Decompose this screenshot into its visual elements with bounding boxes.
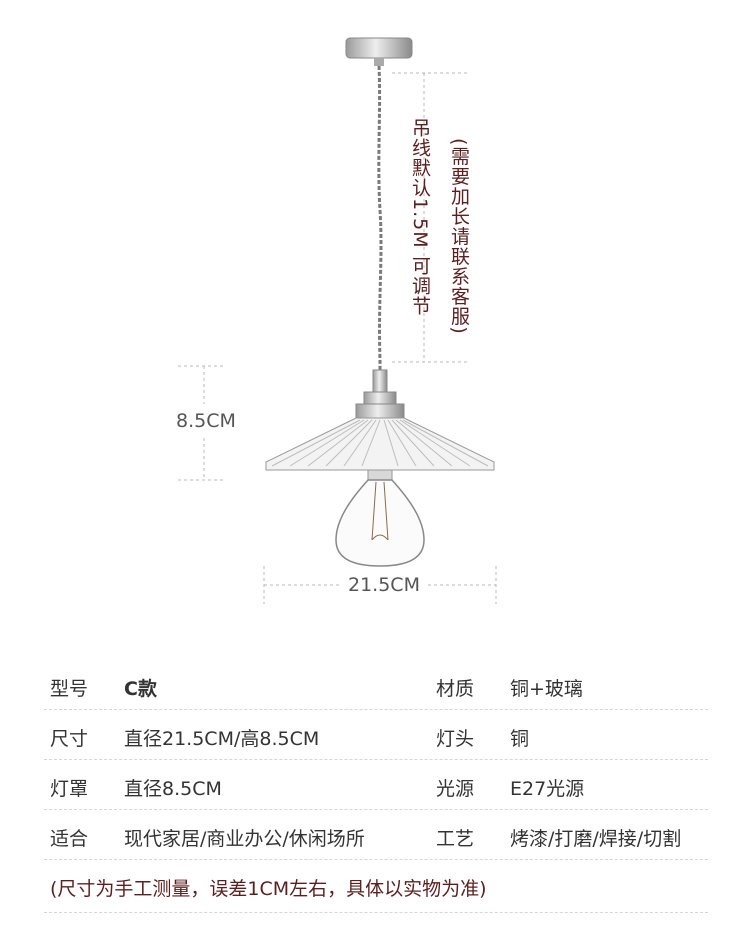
ceiling-canopy xyxy=(345,37,413,66)
cord-dimension-guides xyxy=(392,72,468,363)
spec-row: 尺寸 直径21.5CM/高8.5CM 灯头 铜 xyxy=(44,710,708,760)
spec-value: 铜+玻璃 xyxy=(510,678,583,700)
spec-row: 型号 C款 材质 铜+玻璃 xyxy=(44,660,708,710)
spec-label: 灯罩 xyxy=(50,778,89,800)
spec-value: 直径21.5CM/高8.5CM xyxy=(124,728,320,750)
spec-value: C款 xyxy=(124,678,157,700)
spec-table: 型号 C款 材质 铜+玻璃 尺寸 直径21.5CM/高8.5CM 灯头 铜 灯罩… xyxy=(44,660,708,913)
spec-value: E27光源 xyxy=(510,778,585,800)
spec-value: 烤漆/打磨/焊接/切割 xyxy=(510,828,682,850)
spec-value: 直径8.5CM xyxy=(124,778,222,800)
spec-label: 型号 xyxy=(50,678,89,700)
measurement-note: (尺寸为手工测量，误差1CM左右，具体以实物为准) xyxy=(50,878,487,900)
edison-bulb xyxy=(335,469,425,567)
spec-value: 现代家居/商业办公/休闲场所 xyxy=(124,828,365,850)
spec-label: 光源 xyxy=(436,778,475,800)
width-dimension-guides xyxy=(263,566,497,604)
spec-label: 材质 xyxy=(436,678,475,700)
cord-extension-note: (需要加长请联系客服) xyxy=(448,138,470,335)
glass-shade xyxy=(265,417,495,471)
spec-row: 灯罩 直径8.5CM 光源 E27光源 xyxy=(44,760,708,810)
spec-label: 工艺 xyxy=(436,828,475,850)
spec-row: 适合 现代家居/商业办公/休闲场所 工艺 烤漆/打磨/焊接/切割 xyxy=(44,810,708,860)
spec-label: 适合 xyxy=(50,828,89,850)
spec-label: 尺寸 xyxy=(50,728,89,750)
height-dimension-guides xyxy=(178,365,224,481)
spec-value: 铜 xyxy=(510,728,530,750)
width-dimension-label: 21.5CM xyxy=(348,574,420,596)
height-dimension-label: 8.5CM xyxy=(176,410,236,432)
cord-length-note: 吊线默认1.5M 可调节 xyxy=(409,118,431,316)
lamp-socket xyxy=(355,369,405,419)
twisted-cord xyxy=(377,65,383,372)
measurement-note-row: (尺寸为手工测量，误差1CM左右，具体以实物为准) xyxy=(44,860,708,913)
lamp-illustration xyxy=(178,37,497,604)
spec-label: 灯头 xyxy=(436,728,475,750)
